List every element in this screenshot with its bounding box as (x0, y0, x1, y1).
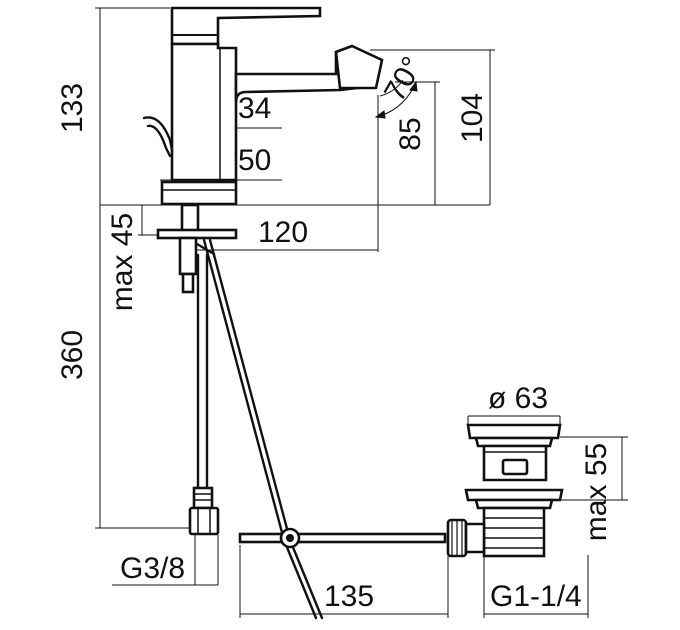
popup-linkage (202, 238, 447, 620)
dim-max-45: max 45 (106, 213, 139, 311)
dim-133: 133 (56, 83, 89, 133)
dim-diameter-63: ø 63 (488, 382, 548, 415)
dim-85: 85 (394, 117, 427, 150)
dim-70-degree: 70° (378, 51, 429, 107)
dim-max-55: max 55 (580, 443, 613, 541)
mixer-body (142, 6, 384, 294)
spout-angle-arcs (374, 79, 418, 119)
flexible-hose (188, 253, 220, 536)
dim-34: 34 (238, 92, 271, 125)
popup-waste (446, 423, 564, 558)
dimension-labels: 133 104 85 70° 34 50 120 max 45 360 G3/8… (56, 51, 613, 613)
dim-135: 135 (324, 580, 374, 613)
dim-104: 104 (456, 93, 489, 143)
dim-50: 50 (238, 144, 271, 177)
dim-360: 360 (56, 330, 89, 380)
dim-120: 120 (258, 216, 308, 249)
dim-g3-8: G3/8 (120, 552, 185, 585)
dim-g1-1-4: G1-1/4 (490, 580, 582, 613)
